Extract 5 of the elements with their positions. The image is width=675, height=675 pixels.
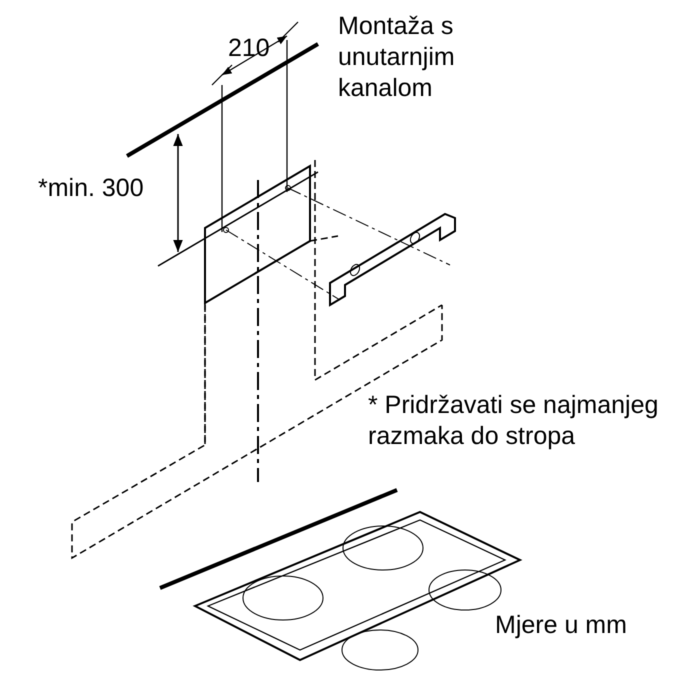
dimension-label: *min. 300 [38,173,144,204]
units-note: Mjere u mm [495,610,627,641]
dimension-label: 210 [228,33,270,64]
note-text: * Pridržavati se najmanjeg razmaka do stropa [368,390,660,452]
title-text: Montaža s unutarnjim kanalom [338,11,456,104]
